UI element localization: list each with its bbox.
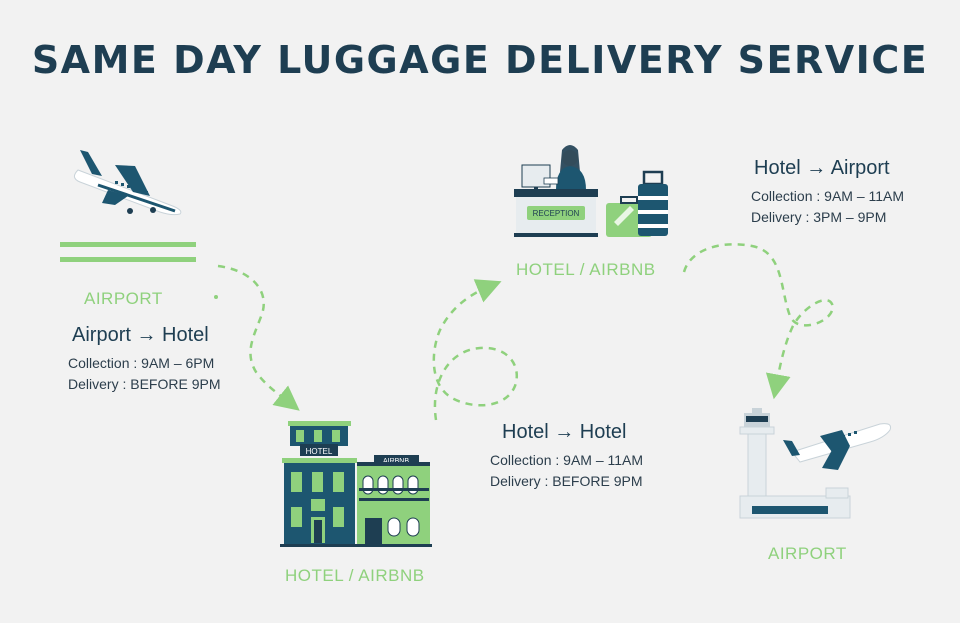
collection-value: 9AM – 11AM: [563, 452, 644, 468]
arrow-airport-to-hotel: [217, 264, 300, 411]
airbnb-sign: AIRBNB: [383, 458, 409, 465]
collection-line: Collection : 9AM – 6PM: [68, 353, 220, 374]
label-hotel-airbnb-1: HOTEL / AIRBNB: [285, 566, 425, 585]
label-hotel-airbnb-2: HOTEL / AIRBNB: [516, 260, 656, 279]
runway-stripes: [60, 242, 196, 262]
collection-label: Collection :: [68, 355, 142, 371]
hotel-sign: HOTEL: [306, 447, 333, 456]
page-title: SAME DAY LUGGAGE DELIVERY SERVICE: [31, 38, 929, 82]
route-title: Airport → Hotel: [72, 324, 209, 346]
delivery-label: Delivery :: [490, 473, 553, 489]
delivery-value: BEFORE 9PM: [552, 473, 643, 489]
delivery-label: Delivery :: [68, 376, 131, 392]
route-title: Hotel → Airport: [754, 157, 890, 179]
delivery-value: BEFORE 9PM: [130, 376, 221, 392]
collection-line: Collection : 9AM – 11AM: [490, 450, 643, 471]
reception-desk-icon: RECEPTION: [514, 145, 668, 237]
route-title: Hotel → Hotel: [502, 421, 627, 443]
arrow-hotel-to-hotel: [432, 279, 518, 421]
collection-label: Collection :: [490, 452, 564, 468]
delivery-label: Delivery :: [751, 209, 814, 225]
label-airport-end: AIRPORT: [768, 544, 847, 563]
delivery-value: 3PM – 9PM: [813, 209, 887, 225]
collection-value: 9AM – 6PM: [141, 355, 215, 371]
arrow-hotel-to-airport: [682, 243, 834, 400]
collection-label: Collection :: [751, 188, 825, 204]
route-airport-to-hotel: Airport → Hotel Collection : 9AM – 6PM D…: [68, 324, 220, 395]
delivery-line: Delivery : 3PM – 9PM: [751, 207, 904, 228]
reception-sign: RECEPTION: [533, 209, 580, 218]
control-tower-icon: [739, 408, 891, 519]
departing-plane-icon: [74, 150, 182, 216]
collection-value: 9AM – 11AM: [824, 188, 905, 204]
hotel-airbnb-buildings-icon: HOTEL AIRBNB: [280, 421, 432, 547]
delivery-line: Delivery : BEFORE 9PM: [68, 374, 220, 395]
delivery-line: Delivery : BEFORE 9PM: [490, 471, 643, 492]
route-hotel-to-airport: Hotel → Airport Collection : 9AM – 11AM …: [751, 157, 904, 228]
label-airport-start: AIRPORT: [84, 289, 163, 308]
route-hotel-to-hotel: Hotel → Hotel Collection : 9AM – 11AM De…: [490, 421, 643, 492]
collection-line: Collection : 9AM – 11AM: [751, 186, 904, 207]
